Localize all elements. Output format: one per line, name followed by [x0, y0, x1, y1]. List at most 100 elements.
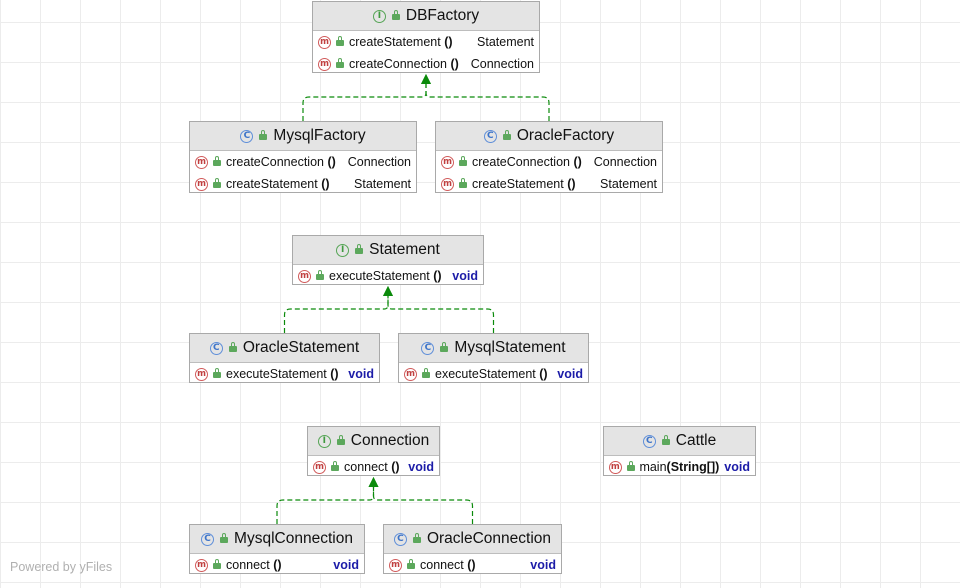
node-mysqlfactory[interactable]: C MysqlFactory m createConnection () Con…: [189, 121, 417, 193]
node-header: C OracleConnection: [384, 525, 561, 554]
method-return-type: Statement: [354, 177, 411, 191]
public-lock-icon: [336, 36, 344, 47]
interface-icon: I: [336, 243, 350, 257]
node-header: I Connection: [308, 427, 439, 456]
method-signature: createStatement (): [349, 35, 472, 49]
method-return-type: void: [348, 367, 374, 381]
node-title: OracleFactory: [516, 127, 615, 144]
method-signature: executeStatement (): [329, 269, 447, 283]
yfiles-watermark: Powered by yFiles: [10, 560, 113, 574]
class-icon: C: [209, 341, 223, 355]
method-name: createStatement: [472, 177, 564, 191]
node-title: DBFactory: [405, 7, 480, 24]
method-row[interactable]: m createConnection () Connection: [313, 53, 539, 75]
method-icon: m: [441, 155, 454, 169]
realization-edge: [276, 487, 375, 524]
method-params: (): [539, 367, 548, 381]
node-title: MysqlFactory: [273, 127, 366, 144]
method-row[interactable]: m createStatement () Statement: [190, 173, 416, 195]
method-row[interactable]: m executeStatement () void: [190, 363, 379, 385]
class-icon: C: [642, 434, 656, 448]
method-icon: m: [195, 177, 208, 191]
method-row[interactable]: m main(String[]) void: [604, 456, 755, 478]
method-signature: connect (): [226, 558, 328, 572]
public-lock-icon: [626, 461, 635, 472]
node-oraclestatement[interactable]: C OracleStatement m executeStatement () …: [189, 333, 380, 383]
class-icon: C: [393, 532, 407, 546]
public-lock-icon: [259, 130, 268, 141]
method-return-type: void: [530, 558, 556, 572]
method-name: createConnection: [472, 155, 570, 169]
method-name: connect: [344, 460, 388, 474]
method-signature: executeStatement (): [435, 367, 552, 381]
method-return-type: void: [333, 558, 359, 572]
node-connection[interactable]: I Connection m connect () void: [307, 426, 440, 476]
method-return-type: Statement: [600, 177, 657, 191]
method-row[interactable]: m createStatement () Statement: [313, 31, 539, 53]
method-name: executeStatement: [226, 367, 327, 381]
public-lock-icon: [220, 533, 229, 544]
method-params: (): [444, 35, 453, 49]
class-icon: C: [421, 341, 435, 355]
method-name: createStatement: [349, 35, 441, 49]
node-title: OracleStatement: [242, 339, 360, 356]
method-signature: createConnection (): [472, 155, 589, 169]
interface-icon: I: [317, 434, 331, 448]
method-name: createStatement: [226, 177, 318, 191]
public-lock-icon: [336, 58, 344, 69]
public-lock-icon: [213, 178, 221, 189]
node-oracleconnection[interactable]: C OracleConnection m connect () void: [383, 524, 562, 574]
method-name: connect: [226, 558, 270, 572]
method-row[interactable]: m connect () void: [190, 554, 364, 576]
node-header: C OracleFactory: [436, 122, 662, 151]
public-lock-icon: [391, 10, 400, 21]
method-icon: m: [195, 558, 208, 572]
node-oraclefactory[interactable]: C OracleFactory m createConnection () Co…: [435, 121, 663, 193]
node-header: I Statement: [293, 236, 483, 265]
method-return-type: void: [724, 460, 750, 474]
method-name: createConnection: [226, 155, 324, 169]
method-signature: connect (): [420, 558, 525, 572]
method-return-type: Connection: [347, 155, 411, 169]
method-icon: m: [195, 367, 208, 381]
method-row[interactable]: m executeStatement () void: [293, 265, 483, 287]
method-return-type: Connection: [470, 57, 534, 71]
node-header: I DBFactory: [313, 2, 539, 31]
public-lock-icon: [331, 461, 339, 472]
public-lock-icon: [336, 435, 345, 446]
method-params: (): [321, 177, 330, 191]
method-row[interactable]: m connect () void: [308, 456, 439, 478]
node-dbfactory[interactable]: I DBFactory m createStatement () Stateme…: [312, 1, 540, 73]
method-row[interactable]: m createStatement () Statement: [436, 173, 662, 195]
method-name: main: [639, 460, 667, 474]
public-lock-icon: [407, 559, 415, 570]
method-signature: main(String[]): [639, 460, 719, 474]
method-icon: m: [389, 558, 402, 572]
method-icon: m: [318, 57, 331, 71]
method-name: createConnection: [349, 57, 447, 71]
public-lock-icon: [422, 368, 430, 379]
realization-edge: [372, 487, 474, 524]
node-header: C OracleStatement: [190, 334, 379, 363]
method-row[interactable]: m createConnection () Connection: [436, 151, 662, 173]
realization-arrowhead: [421, 74, 431, 84]
public-lock-icon: [316, 270, 324, 281]
node-mysqlstatement[interactable]: C MysqlStatement m executeStatement () v…: [398, 333, 589, 383]
public-lock-icon: [440, 342, 449, 353]
method-icon: m: [313, 460, 326, 474]
node-cattle[interactable]: C Cattle m main(String[]) void: [603, 426, 756, 476]
method-signature: createStatement (): [472, 177, 595, 191]
node-mysqlconnection[interactable]: C MysqlConnection m connect () void: [189, 524, 365, 574]
node-header: C MysqlStatement: [399, 334, 588, 363]
method-signature: createConnection (): [226, 155, 343, 169]
node-statement[interactable]: I Statement m executeStatement () void: [292, 235, 484, 285]
public-lock-icon: [661, 435, 670, 446]
method-row[interactable]: m executeStatement () void: [399, 363, 588, 385]
node-title: OracleConnection: [426, 530, 552, 547]
method-return-type: void: [557, 367, 583, 381]
realization-edge: [425, 84, 550, 121]
method-params: (String[]): [666, 460, 720, 474]
method-row[interactable]: m createConnection () Connection: [190, 151, 416, 173]
method-row[interactable]: m connect () void: [384, 554, 561, 576]
method-params: (): [273, 558, 282, 572]
